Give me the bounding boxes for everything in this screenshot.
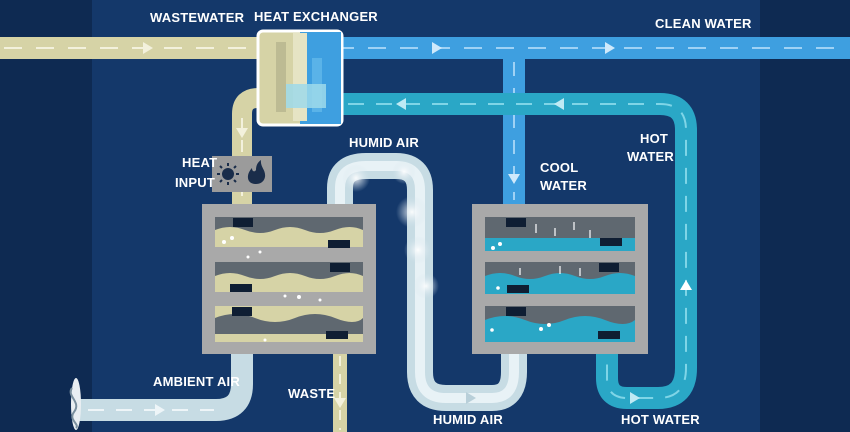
label-ambient-air: AMBIENT AIR: [153, 374, 240, 389]
label-hot-water-line1: HOT: [640, 131, 668, 146]
condenser-unit: [472, 204, 648, 354]
flow-arrow-icon: [396, 98, 406, 110]
flow-arrow-icon: [630, 392, 640, 404]
flame-icon: [247, 160, 266, 184]
label-waste: WASTE: [288, 386, 335, 401]
hot-water-loop: [318, 93, 697, 409]
flow-arrow-icon: [334, 398, 346, 408]
evaporator-tray-1: [215, 217, 363, 248]
label-heat-input-line2: INPUT: [175, 175, 215, 190]
heat-input-box: [212, 156, 272, 192]
flow-arrow-icon: [680, 280, 692, 290]
humid-air-loop: [327, 153, 527, 411]
label-heat-exchanger: HEAT EXCHANGER: [254, 9, 378, 24]
flow-arrow-icon: [466, 392, 476, 404]
label-cool-water-line2: WATER: [540, 178, 587, 193]
flow-arrow-icon: [605, 42, 615, 54]
flow-arrow-icon: [432, 42, 442, 54]
label-humid-air-bottom: HUMID AIR: [433, 412, 503, 427]
label-wastewater: WASTEWATER: [150, 10, 245, 25]
flow-arrow-icon: [143, 42, 153, 54]
waste-drain-pipe: [333, 352, 347, 432]
label-heat-input-line1: HEAT: [182, 155, 217, 170]
label-cool-water-line1: COOL: [540, 160, 578, 175]
fan-icon: [69, 378, 81, 430]
condenser-tray-3: [485, 306, 635, 342]
flow-arrow-icon: [554, 98, 564, 110]
ambient-air-pipe: [78, 352, 253, 421]
clean-water-outlet-pipe: [332, 37, 850, 59]
label-clean-water: CLEAN WATER: [655, 16, 752, 31]
label-humid-air-top: HUMID AIR: [349, 135, 419, 150]
condenser-tray-1: [485, 217, 635, 251]
heat-exchanger: [256, 29, 344, 127]
label-hot-water-bottom: HOT WATER: [621, 412, 700, 427]
evaporator-tray-2: [215, 262, 363, 292]
evaporator-unit: [202, 204, 376, 354]
flow-arrow-icon: [508, 174, 520, 184]
evaporator-tray-3: [215, 306, 363, 342]
label-hot-water-line2: WATER: [627, 149, 674, 164]
flow-arrow-icon: [236, 128, 248, 138]
wastewater-inlet-pipe: [0, 37, 268, 59]
sun-icon: [217, 163, 239, 185]
flow-arrow-icon: [155, 404, 165, 416]
cool-water-pipe: [503, 57, 525, 207]
